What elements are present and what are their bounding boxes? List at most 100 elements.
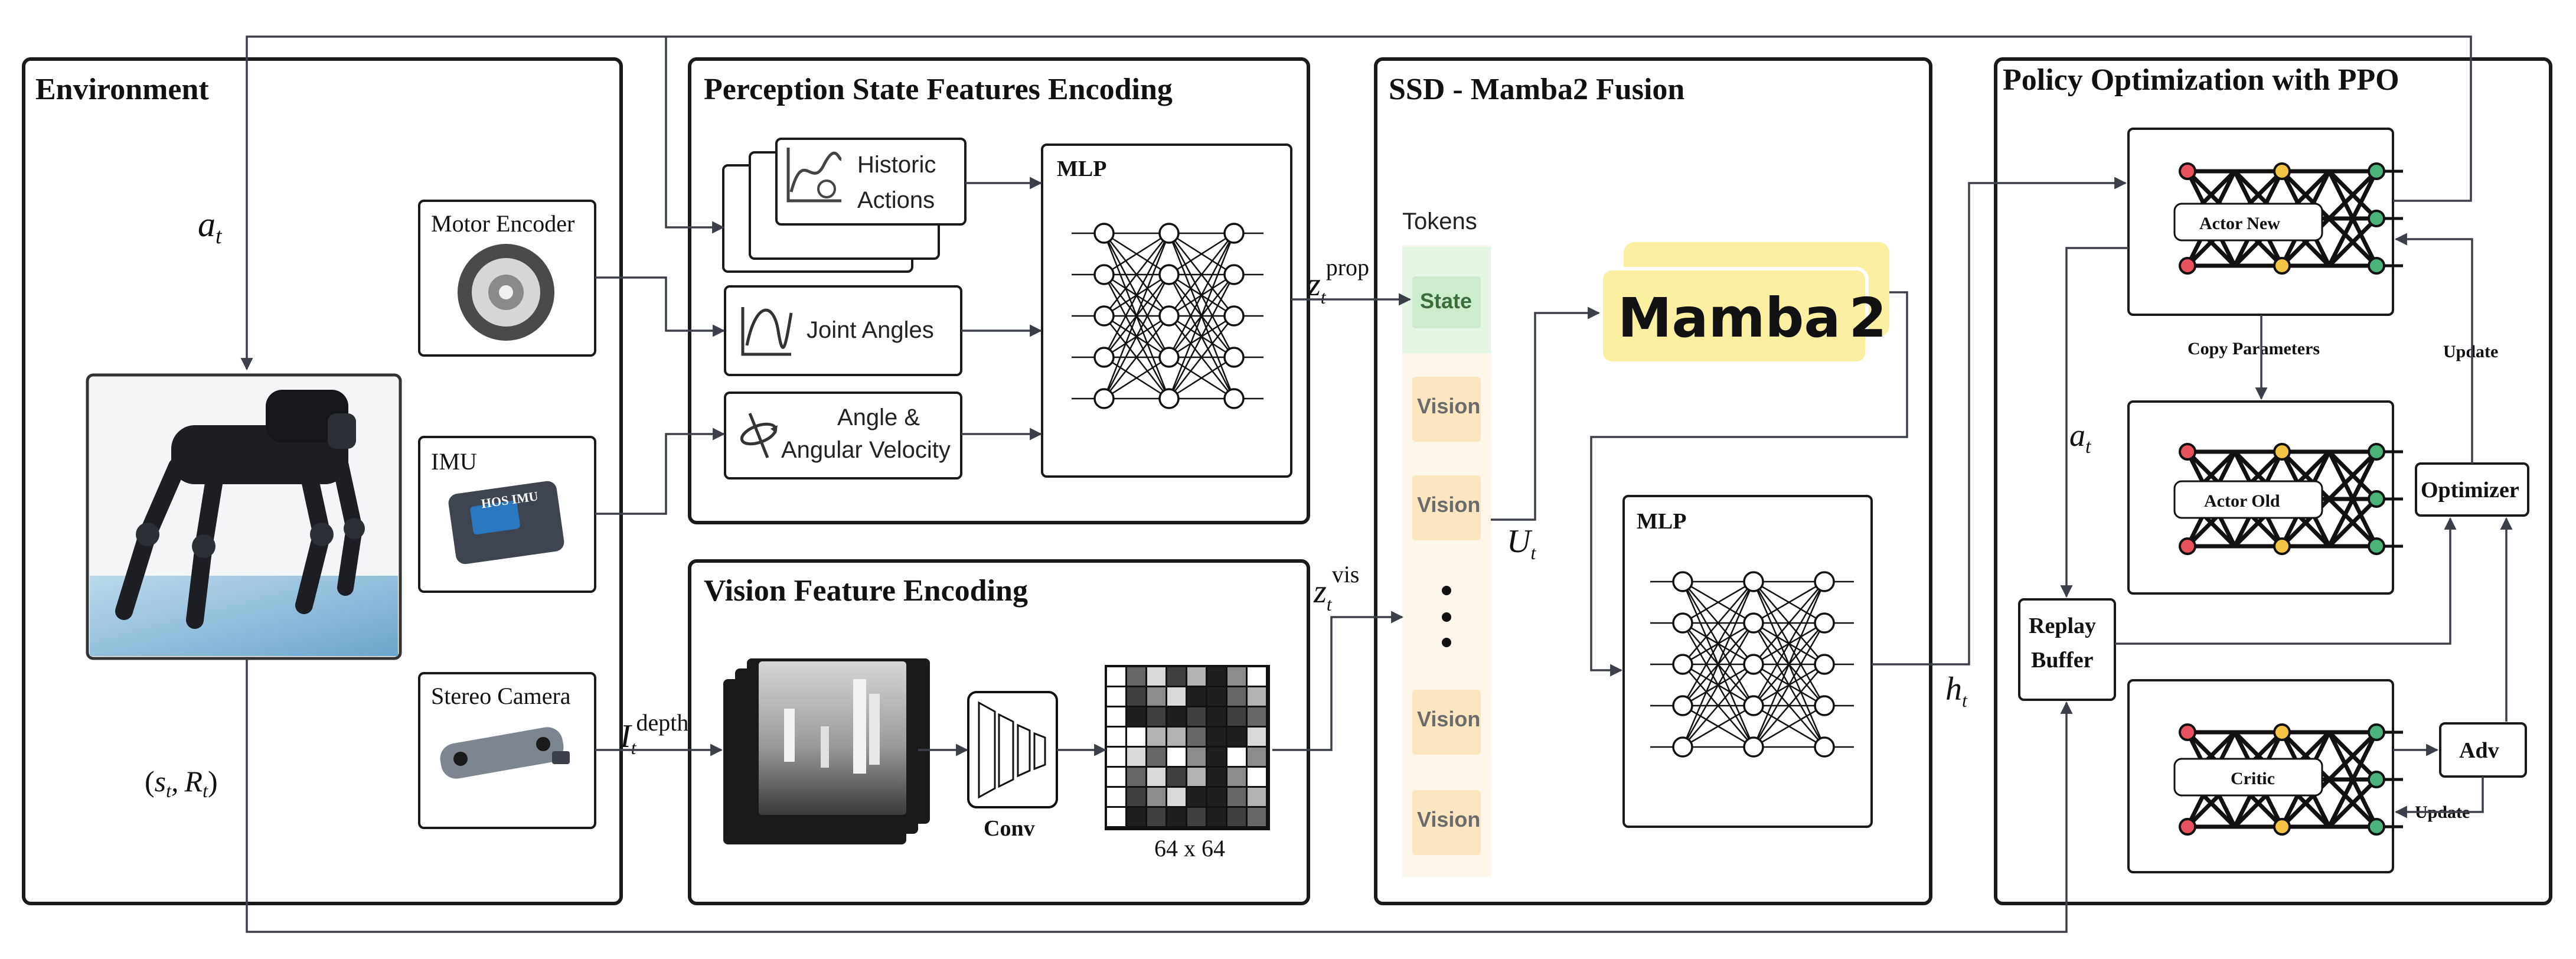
- historic-actions-label-1: Historic: [857, 152, 936, 178]
- actor-new-node: [2368, 162, 2385, 180]
- feature-map-cell: [1187, 808, 1206, 826]
- feature-map-cell: [1227, 687, 1246, 706]
- vision-token-2: [1412, 475, 1481, 540]
- perception-mlp-node: [1158, 223, 1180, 244]
- robot-dog-icon: [115, 390, 365, 629]
- perception-mlp-node: [1223, 305, 1245, 327]
- vision-token-3-label: Vision: [1417, 707, 1480, 731]
- ellipsis-dot-3: [1442, 638, 1451, 647]
- replay-label-2: Buffer: [2031, 648, 2094, 673]
- motor-encoder-label: Motor Encoder: [431, 210, 574, 237]
- depth-image-stack: [723, 658, 930, 844]
- feature-map-cell: [1147, 728, 1165, 746]
- fusion-mlp-label: MLP: [1637, 509, 1686, 534]
- critic-node: [2273, 723, 2291, 741]
- feature-map-cell: [1248, 808, 1266, 826]
- feature-map-grid: [1105, 665, 1270, 830]
- history-chart-icon: [786, 148, 843, 203]
- feature-map-cell: [1167, 748, 1186, 766]
- policy-title: Policy Optimization with PPO: [2003, 63, 2399, 97]
- policy-action-symbol: at: [2069, 417, 2092, 458]
- critic-node: [2368, 818, 2385, 836]
- tokens-label: Tokens: [1402, 208, 1477, 234]
- perception-mlp-node: [1158, 305, 1180, 327]
- perception-mlp-network: [1072, 223, 1263, 409]
- perception-mlp-edge: [1103, 233, 1170, 358]
- fusion-mlp-node: [1743, 736, 1764, 758]
- actor-old-node: [2368, 490, 2385, 508]
- feature-map-cell: [1207, 667, 1226, 686]
- fusion-mlp-edge: [1682, 580, 1754, 624]
- perception-mlp-edge: [1103, 315, 1170, 399]
- depth-symbol: Itdepth: [619, 709, 688, 758]
- actor-new-label: Actor New: [2199, 214, 2280, 233]
- feature-map-cell: [1107, 748, 1125, 766]
- adv-label: Adv: [2459, 738, 2499, 763]
- vision-token-2-label: Vision: [1417, 492, 1480, 517]
- actor-old-node: [2368, 537, 2385, 555]
- feature-map-cell: [1107, 707, 1125, 726]
- feature-map-cell: [1127, 768, 1145, 786]
- actor-new-node: [2368, 210, 2385, 227]
- feature-map-cell: [1167, 728, 1186, 746]
- feature-map-cell: [1147, 788, 1165, 806]
- actor-old-node: [2179, 443, 2196, 461]
- perception-mlp-node: [1093, 388, 1115, 409]
- conv-label: Conv: [984, 816, 1035, 841]
- critic-label: Critic: [2231, 769, 2275, 788]
- feature-map-cell: [1227, 728, 1246, 746]
- action-symbol: at: [198, 205, 223, 249]
- historic-actions-label-2: Actions: [857, 187, 935, 213]
- feature-map-cell: [1147, 748, 1165, 766]
- feature-map-cell: [1127, 667, 1145, 686]
- fusion-mlp-edge: [1682, 704, 1754, 748]
- feature-map-cell: [1227, 768, 1246, 786]
- replay-buffer-box: [2018, 598, 2116, 701]
- feature-map-cell: [1147, 687, 1165, 706]
- feature-map-cell: [1167, 687, 1186, 706]
- feature-map-cell: [1207, 748, 1226, 766]
- feature-map-cell: [1167, 788, 1186, 806]
- environment-title: Environment: [35, 73, 209, 106]
- feature-map-cell: [1227, 707, 1246, 726]
- connectors: [240, 35, 2513, 933]
- actor-old-node: [2273, 443, 2291, 461]
- feature-map-cell: [1107, 667, 1125, 686]
- actor-new-node: [2368, 257, 2385, 275]
- perception-mlp-edge: [1103, 233, 1170, 317]
- feature-map-cell: [1147, 707, 1165, 726]
- joint-angles-label: Joint Angles: [807, 317, 934, 343]
- stereo-camera-label: Stereo Camera: [431, 683, 571, 709]
- fusion-mlp-node: [1814, 571, 1835, 592]
- feature-map-cell: [1187, 728, 1206, 746]
- perception-mlp-node: [1223, 347, 1245, 368]
- feature-map-cell: [1127, 788, 1145, 806]
- perception-mlp-node: [1223, 388, 1245, 409]
- fusion-mlp-edge: [1753, 704, 1825, 748]
- fusion-mlp-node: [1814, 654, 1835, 675]
- perception-mlp-edge: [1168, 233, 1235, 317]
- wave-icon: [741, 307, 793, 356]
- feature-map-cell: [1147, 667, 1165, 686]
- perception-title: Perception State Features Encoding: [704, 73, 1173, 106]
- perception-mlp-node: [1223, 264, 1245, 285]
- fusion-mlp-edge: [1752, 622, 1826, 748]
- fusion-mlp-node: [1814, 695, 1835, 716]
- perception-mlp-edge: [1168, 274, 1235, 399]
- actor-old-edge: [2327, 450, 2378, 501]
- feature-map-cell: [1107, 728, 1125, 746]
- feature-map-cell: [1107, 768, 1125, 786]
- perception-mlp-node: [1093, 305, 1115, 327]
- perception-mlp-node: [1158, 388, 1180, 409]
- feature-map-cell: [1187, 768, 1206, 786]
- perception-mlp-edge: [1103, 232, 1170, 276]
- vision-token-3: [1412, 690, 1481, 755]
- fusion-mlp-node: [1672, 736, 1693, 758]
- actor-old-node: [2273, 537, 2291, 555]
- critic-node: [2179, 818, 2196, 836]
- perception-mlp-node: [1158, 347, 1180, 368]
- actor-old-tag: [2173, 480, 2323, 519]
- actor-new-network: [2179, 162, 2403, 275]
- fusion-mlp-node: [1672, 612, 1693, 634]
- feature-map-cell: [1107, 808, 1125, 826]
